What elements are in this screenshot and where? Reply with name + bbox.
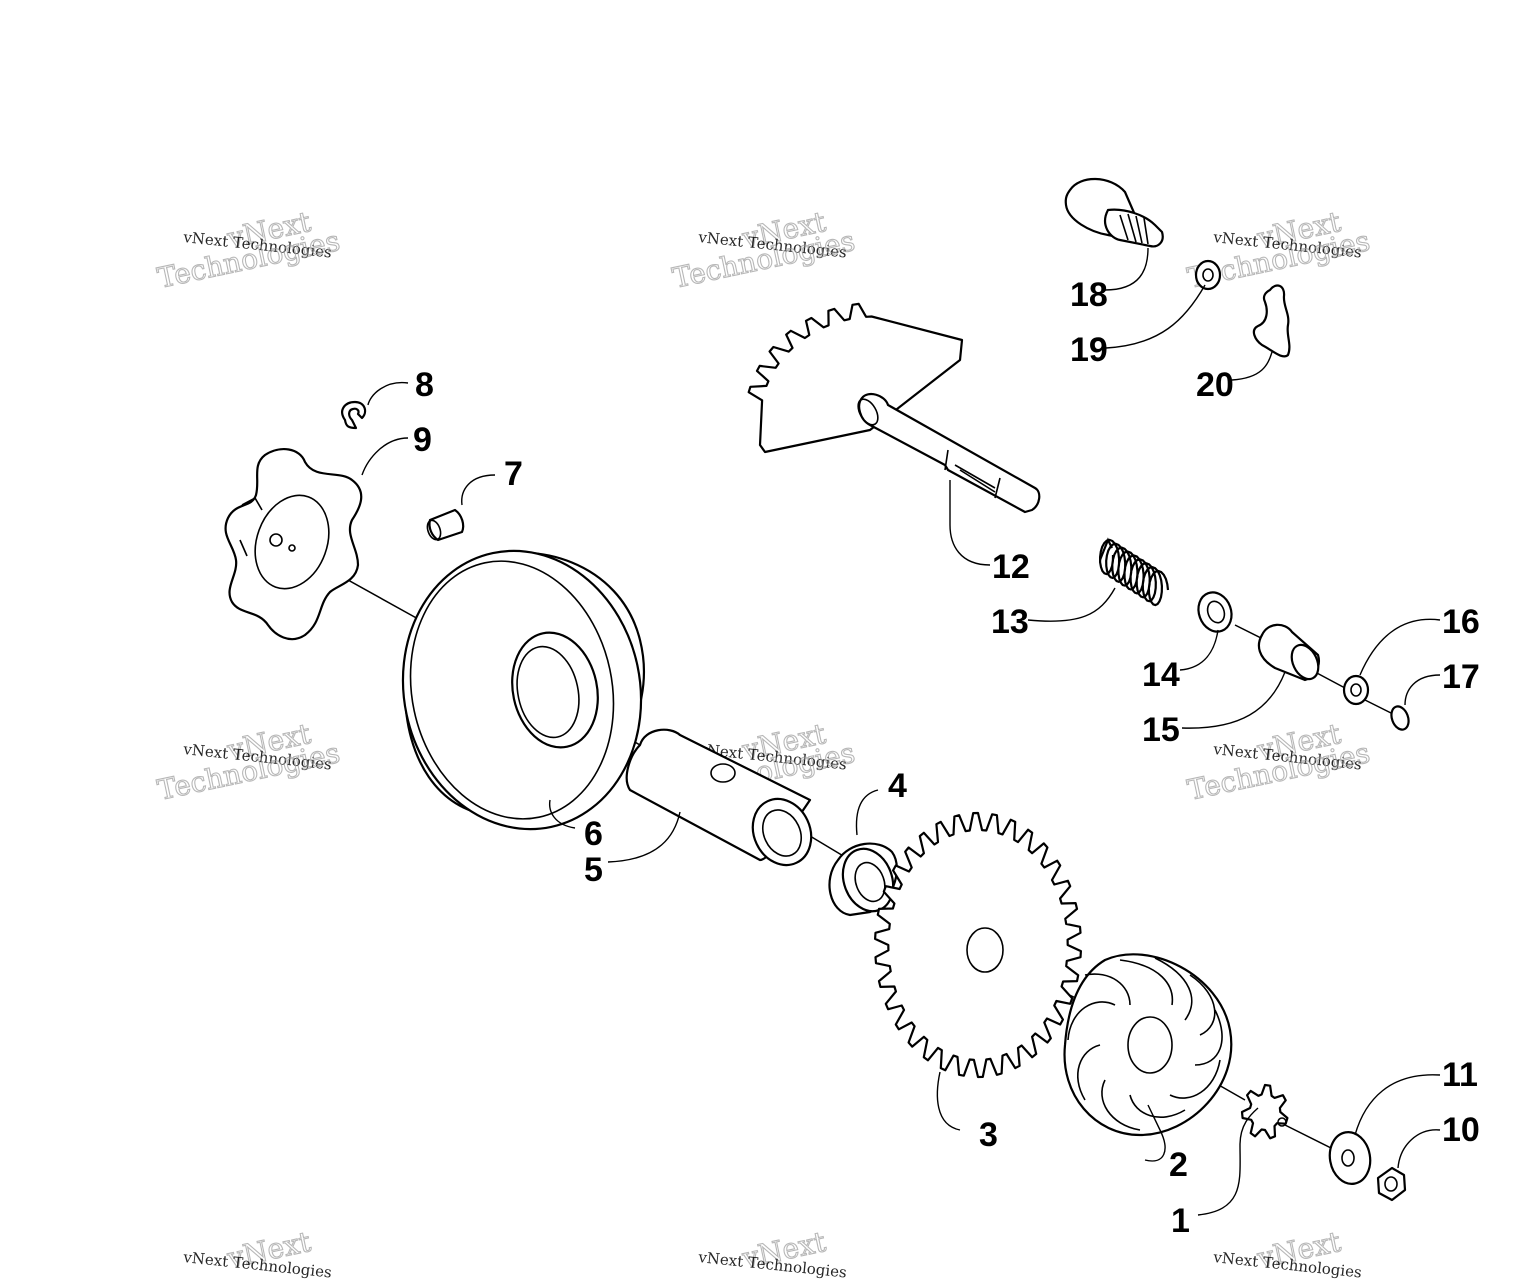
part-6-drum <box>401 549 646 831</box>
watermark: vNext vNext Technologies <box>182 1224 333 1280</box>
part-7-pin <box>426 508 465 542</box>
callout-19: 19 <box>1070 331 1108 369</box>
callout-14: 14 <box>1142 656 1180 694</box>
callout-5: 5 <box>584 851 603 889</box>
callout-9: 9 <box>413 421 432 459</box>
watermark: vNext vNext Technologies Technologies <box>1184 716 1373 807</box>
callout-12: 12 <box>992 548 1030 586</box>
part-20-key <box>1252 284 1291 358</box>
callout-10: 10 <box>1442 1111 1480 1149</box>
watermark: vNext vNext Technologies <box>1212 1224 1363 1280</box>
callout-15: 15 <box>1142 711 1180 749</box>
callout-7: 7 <box>504 455 523 493</box>
part-18-pinion <box>1064 177 1164 248</box>
watermark: vNext vNext Technologies Technologies <box>154 204 343 295</box>
callout-1: 1 <box>1171 1202 1190 1240</box>
callout-8: 8 <box>415 366 434 404</box>
part-14-washer <box>1197 591 1233 633</box>
callout-3: 3 <box>979 1116 998 1154</box>
callout-4: 4 <box>888 767 907 805</box>
part-19-washer <box>1194 259 1222 291</box>
part-2-fan <box>1063 953 1233 1137</box>
callout-11: 11 <box>1442 1056 1478 1094</box>
part-15-spacer <box>1257 623 1320 682</box>
part-17-clip-ring <box>1390 705 1410 731</box>
part-12-kick-shaft <box>747 302 1041 514</box>
watermark: vNext vNext Technologies <box>697 1224 848 1280</box>
callout-labels: 1 2 3 4 5 6 7 8 9 10 11 12 13 14 15 16 1… <box>413 276 1480 1240</box>
part-9-lobed-plate <box>224 448 363 641</box>
part-13-spring <box>1098 537 1170 607</box>
leader-lines <box>361 247 1441 1216</box>
callout-13: 13 <box>991 603 1029 641</box>
part-1-small-gear <box>1240 1083 1289 1140</box>
part-10-nut <box>1376 1166 1407 1202</box>
watermark: vNext vNext Technologies Technologies <box>154 716 343 807</box>
callout-17: 17 <box>1442 658 1480 696</box>
part-5-sleeve <box>625 728 813 867</box>
callout-6: 6 <box>584 815 603 853</box>
callout-2: 2 <box>1169 1146 1188 1184</box>
part-4-bushing <box>828 842 898 917</box>
callout-20: 20 <box>1196 366 1234 404</box>
callout-16: 16 <box>1442 603 1480 641</box>
watermark: vNext vNext Technologies Technologies <box>669 204 858 295</box>
part-8-clip <box>341 400 367 430</box>
callout-18: 18 <box>1070 276 1108 314</box>
part-11-washer <box>1328 1131 1372 1185</box>
part-16-washer <box>1342 674 1370 706</box>
part-3-large-gear <box>874 811 1082 1079</box>
